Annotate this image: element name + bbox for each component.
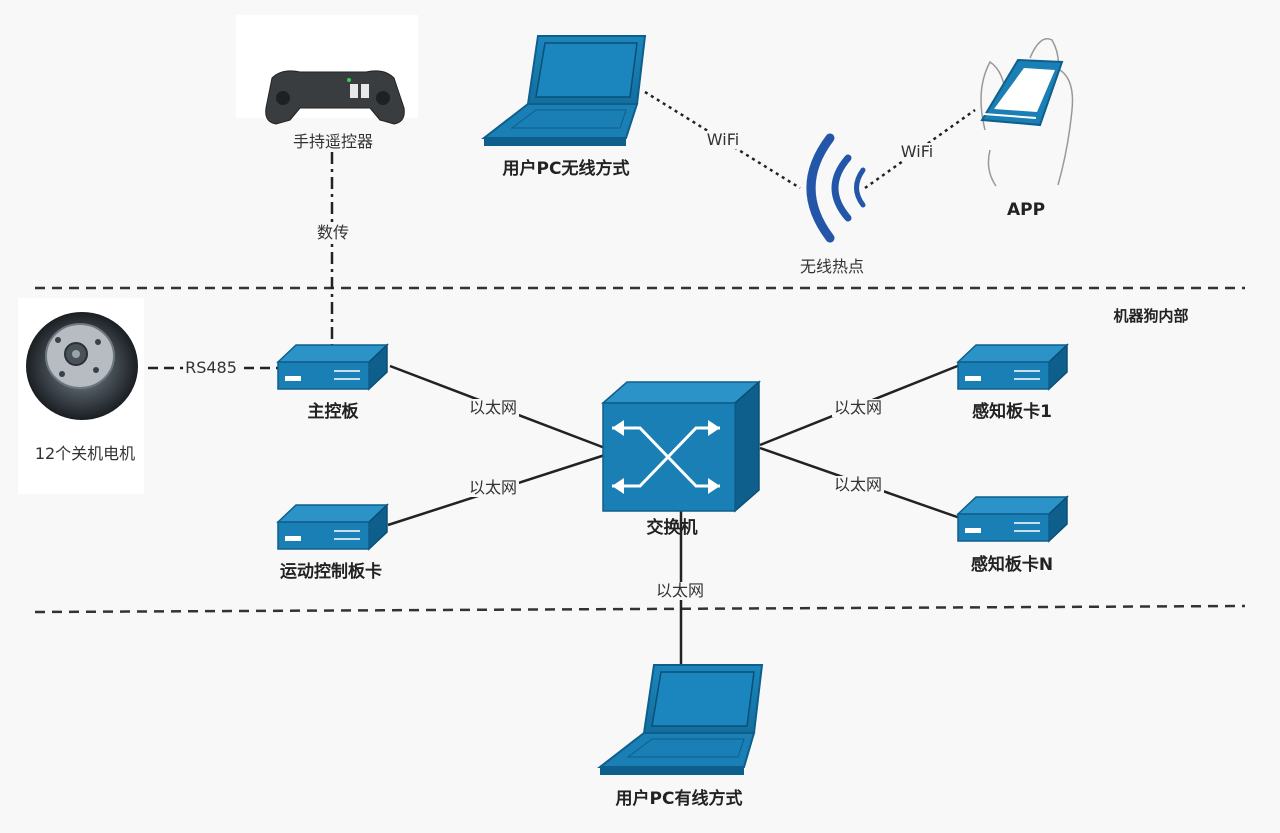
rs485-label: RS485 [183, 358, 239, 377]
app-phone-icon [980, 38, 1074, 187]
eth-label-main: 以太网 [466, 398, 520, 417]
laptop-wireless-icon [481, 35, 647, 146]
eth-label-senseN: 以太网 [831, 475, 885, 494]
zone-divider-bottom [34, 604, 1246, 614]
sense-board-n-icon [956, 495, 1069, 543]
remote-controller-icon [265, 70, 405, 125]
sense1-label: 感知板卡1 [972, 402, 1052, 422]
switch-icon [601, 380, 761, 513]
main-board-label: 主控板 [307, 402, 359, 422]
wifi-label-pc: WiFi [704, 130, 742, 149]
wifi-line-app [864, 108, 976, 190]
motion-board-icon [276, 503, 389, 551]
eth-label-sense1: 以太网 [831, 398, 885, 417]
zone-inner-label: 机器狗内部 [1113, 307, 1189, 325]
motors-label: 12个关机电机 [34, 444, 136, 463]
app-label: APP [1006, 200, 1046, 220]
wifi-label-app: WiFi [898, 142, 936, 161]
eth-label-pc: 以太网 [653, 581, 707, 600]
sense-board-1-icon [956, 343, 1069, 391]
wireless-hotspot-icon [806, 133, 866, 243]
motion-board-label: 运动控制板卡 [280, 562, 382, 582]
pc-wireless-label: 用户PC无线方式 [502, 159, 630, 179]
eth-label-motion: 以太网 [466, 478, 520, 497]
remote-label: 手持遥控器 [292, 132, 374, 151]
laptop-wired-icon [597, 664, 764, 775]
senseN-label: 感知板卡N [970, 555, 1054, 575]
hotspot-label: 无线热点 [799, 257, 865, 276]
joint-motor-icon [26, 312, 138, 420]
pc-wired-label: 用户PC有线方式 [615, 789, 743, 809]
main-board-icon [276, 343, 389, 391]
switch-label: 交换机 [646, 518, 698, 538]
data-link-label: 数传 [314, 223, 352, 242]
